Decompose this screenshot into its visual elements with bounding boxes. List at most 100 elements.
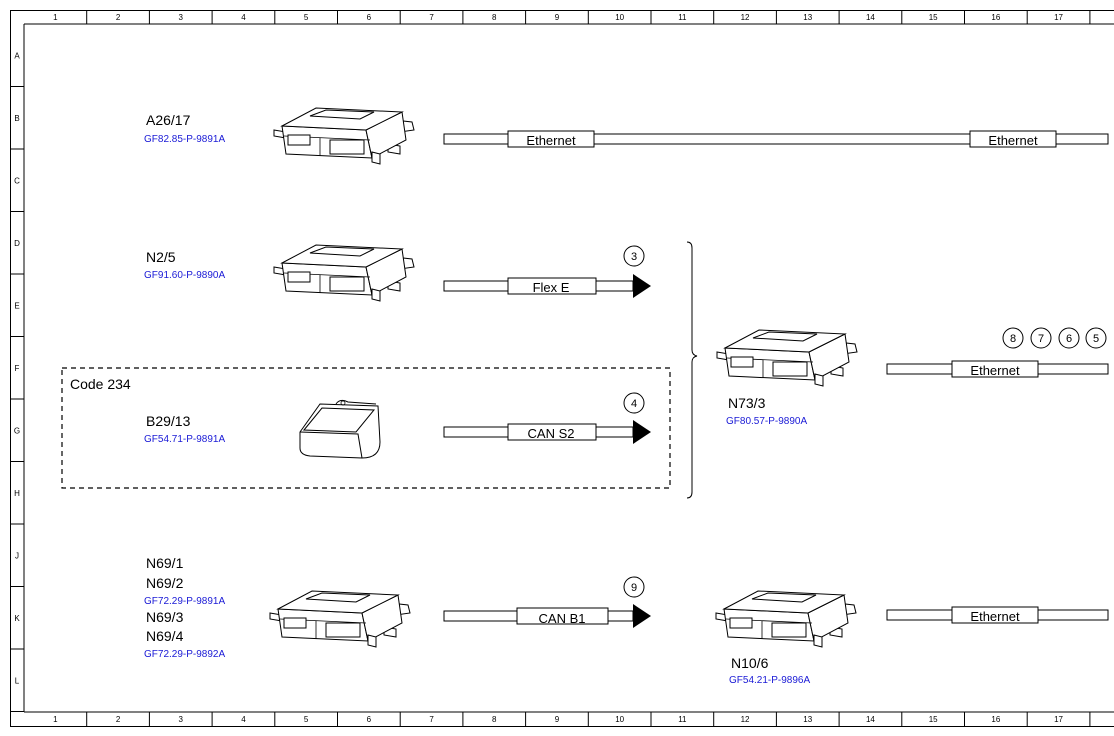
column-label-bottom: 15 <box>929 715 938 724</box>
column-label-bottom: 14 <box>866 715 875 724</box>
svg-text:7: 7 <box>1038 333 1044 345</box>
row-label: C <box>14 176 20 185</box>
control-unit-n2-5 <box>273 244 415 302</box>
module-label-n69-4: N69/4 <box>146 628 184 644</box>
svg-text:6: 6 <box>1066 333 1072 345</box>
connector-7[interactable]: 7 <box>1030 327 1052 349</box>
bus-n2-arrow <box>633 274 651 298</box>
bus-a26-ethernet-2-box <box>969 130 1057 148</box>
row-label: A <box>14 51 20 60</box>
option-box-label: Code 234 <box>70 376 131 392</box>
module-label-n69-1: N69/1 <box>146 555 184 571</box>
column-label-top: 17 <box>1054 13 1063 22</box>
outer-frame <box>10 10 1114 727</box>
module-label-n73-3: N73/3 <box>728 395 766 411</box>
row-label: K <box>14 614 20 623</box>
module-label-n69-2: N69/2 <box>146 575 184 591</box>
column-label-top: 13 <box>803 13 812 22</box>
column-label-top: 16 <box>991 13 1000 22</box>
bus-label-ethernet-a26-1: Ethernet <box>526 133 576 148</box>
column-label-top: 11 <box>678 13 687 22</box>
bus-lines <box>443 130 1109 628</box>
bus-b29-arrow <box>633 420 651 444</box>
row-label: G <box>14 426 20 435</box>
connector-8[interactable]: 8 <box>1002 327 1024 349</box>
bus-label-can-b1: CAN B1 <box>539 611 586 626</box>
column-label-bottom: 7 <box>429 715 434 724</box>
module-label-n69-3: N69/3 <box>146 609 184 625</box>
row-label: H <box>14 489 20 498</box>
column-label-top: 14 <box>866 13 875 22</box>
column-label-bottom: 9 <box>555 715 560 724</box>
column-label-bottom: 5 <box>304 715 309 724</box>
column-label-bottom: 16 <box>991 715 1000 724</box>
column-label-top: 3 <box>179 13 184 22</box>
column-ruler: 1122334455667788991010111112121313141415… <box>53 10 1091 726</box>
row-label: J <box>15 551 19 560</box>
column-label-top: 9 <box>555 13 560 22</box>
svg-text:8: 8 <box>1010 333 1016 345</box>
column-label-top: 6 <box>367 13 372 22</box>
control-unit-n69 <box>269 590 411 648</box>
column-label-top: 10 <box>615 13 624 22</box>
bus-label-flex-e: Flex E <box>533 280 570 295</box>
column-label-top: 7 <box>429 13 434 22</box>
module-ref-b29-13[interactable]: GF54.71-P-9891A <box>144 434 225 445</box>
column-label-bottom: 11 <box>678 715 687 724</box>
row-label: F <box>15 364 20 373</box>
row-label: E <box>14 301 19 310</box>
control-units <box>269 107 858 648</box>
module-ref-n10-6[interactable]: GF54.21-P-9896A <box>729 675 810 686</box>
module-ref-n73-3[interactable]: GF80.57-P-9890A <box>726 416 807 427</box>
bus-a26-ethernet-1-box <box>507 130 595 148</box>
column-label-bottom: 12 <box>741 715 750 724</box>
bus-n73-ethernet-box <box>951 360 1039 378</box>
module-label-a26-17: A26/17 <box>146 112 191 128</box>
svg-text:4: 4 <box>631 398 637 410</box>
connector-5[interactable]: 5 <box>1085 327 1107 349</box>
bus-n69-can-b1-box <box>516 607 609 625</box>
svg-text:9: 9 <box>631 582 637 594</box>
bus-label-ethernet-a26-2: Ethernet <box>988 133 1038 148</box>
bus-n10-ethernet-box <box>951 606 1039 624</box>
module-label-n10-6: N10/6 <box>731 655 769 671</box>
sensor-icon <box>299 399 381 459</box>
column-label-top: 8 <box>492 13 497 22</box>
svg-text:5: 5 <box>1093 333 1099 345</box>
column-label-top: 12 <box>741 13 750 22</box>
bus-n69-arrow <box>633 604 651 628</box>
module-ref-n69-2[interactable]: GF72.29-P-9891A <box>144 596 225 607</box>
column-label-top: 4 <box>241 13 246 22</box>
module-ref-a26-17[interactable]: GF82.85-P-9891A <box>144 134 225 145</box>
column-label-top: 15 <box>929 13 938 22</box>
control-unit-n73-3 <box>716 329 858 387</box>
module-ref-n2-5[interactable]: GF91.60-P-9890A <box>144 270 225 281</box>
connector-3[interactable]: 3 <box>623 245 645 267</box>
module-label-b29-13: B29/13 <box>146 413 191 429</box>
column-label-bottom: 6 <box>367 715 372 724</box>
column-label-bottom: 3 <box>179 715 184 724</box>
row-ruler: A B C D E F G H J K L <box>10 51 24 712</box>
connector-6[interactable]: 6 <box>1058 327 1080 349</box>
option-box-code-234 <box>61 367 671 489</box>
column-label-top: 2 <box>116 13 121 22</box>
row-label: L <box>15 676 20 685</box>
column-label-top: 1 <box>53 13 58 22</box>
control-unit-a26-17 <box>273 107 415 165</box>
bus-b29-can-s2-box <box>507 423 597 441</box>
bus-a26-line <box>443 133 1109 145</box>
column-label-bottom: 10 <box>615 715 624 724</box>
svg-text:3: 3 <box>631 251 637 263</box>
control-unit-n10-6 <box>715 590 857 648</box>
bus-label-can-s2: CAN S2 <box>528 426 575 441</box>
row-label: D <box>14 239 20 248</box>
grouping-brace <box>686 241 698 499</box>
row-label: B <box>14 114 19 123</box>
column-label-bottom: 8 <box>492 715 497 724</box>
module-ref-n69-4[interactable]: GF72.29-P-9892A <box>144 649 225 660</box>
bus-label-ethernet-n73: Ethernet <box>970 363 1020 378</box>
connector-4[interactable]: 4 <box>623 392 645 414</box>
connector-9[interactable]: 9 <box>623 576 645 598</box>
column-label-bottom: 17 <box>1054 715 1063 724</box>
